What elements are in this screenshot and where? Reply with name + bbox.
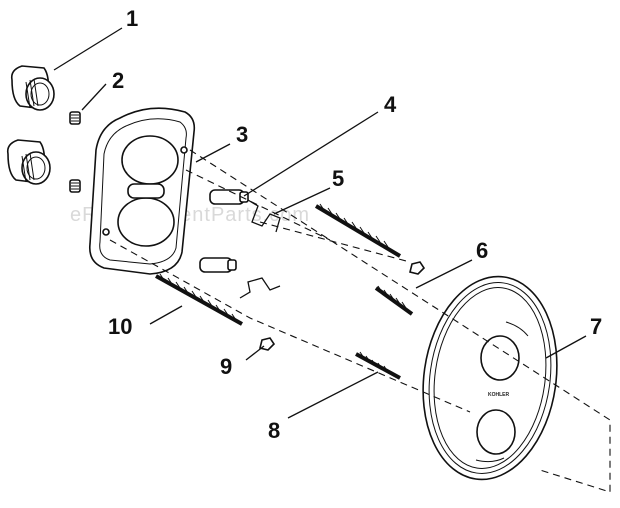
callout-3: 3 [236,122,248,147]
callout-numbers: 1 2 3 4 5 6 7 8 9 10 [108,6,602,443]
part-8-screw [355,351,401,380]
callout-6: 6 [476,238,488,263]
plate-brand-text: KOHLER [488,392,510,398]
leader-lines [53,27,587,419]
callout-10: 10 [108,314,132,339]
callout-5: 5 [332,166,344,191]
part-2-inserts [69,111,81,193]
callout-4: 4 [384,92,397,117]
part-3-back-plate [88,107,196,275]
callout-1: 1 [126,6,138,31]
part-4-cartridges [199,189,249,273]
part-5-clips [239,199,281,299]
assembly-lines [109,149,611,493]
part-10-screw [155,273,243,326]
part-6-screw [374,285,414,316]
part-1-adapters [6,65,55,185]
callout-9: 9 [220,354,232,379]
callout-7: 7 [590,314,602,339]
part-7-trim-plate: KOHLER [422,275,558,481]
part-screw-upper [314,203,402,258]
callout-2: 2 [112,68,124,93]
callout-8: 8 [268,418,280,443]
